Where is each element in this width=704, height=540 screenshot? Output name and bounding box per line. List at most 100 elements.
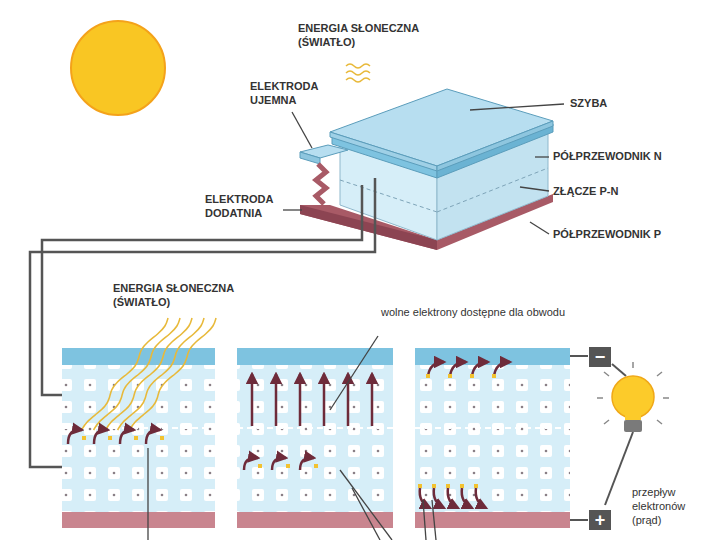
illustration-part — [570, 519, 588, 521]
illustration-part — [62, 512, 215, 528]
electron — [286, 464, 290, 468]
illustration-part — [597, 397, 603, 399]
electron-arrow — [448, 488, 458, 508]
electron — [432, 484, 436, 488]
part-label: ZŁĄCZE P-N — [553, 185, 693, 199]
electron — [108, 436, 112, 440]
illustration-part — [632, 362, 634, 368]
electron-arrow — [244, 458, 258, 470]
panel — [415, 348, 570, 528]
light-ray — [82, 318, 168, 430]
illustration-part — [604, 420, 609, 424]
illustration-part — [605, 432, 633, 505]
illustration-part — [530, 222, 549, 234]
electron-arrow — [476, 488, 486, 508]
light-ray — [130, 318, 216, 430]
illustration-part — [340, 470, 392, 540]
electron-arrow — [428, 362, 444, 376]
electron-arrow — [434, 488, 444, 508]
electron-arrow — [94, 430, 108, 444]
illustration-part — [470, 104, 564, 110]
electron-arrow — [323, 374, 326, 426]
illustration-part — [62, 365, 215, 512]
electron-arrow — [371, 374, 374, 426]
illustration-part — [415, 512, 570, 528]
illustration-part — [624, 420, 642, 432]
illustration-part — [570, 355, 588, 357]
electron-arrow — [146, 430, 160, 444]
note-label: wolne elektrony dostępne dla obwodu — [381, 306, 566, 320]
light-ray — [106, 318, 192, 430]
electron-arrow — [462, 488, 472, 508]
illustration-part — [432, 500, 436, 540]
part-label: PÓŁPRZEWODNIK P — [553, 228, 693, 242]
electron — [448, 374, 452, 378]
light-ray — [118, 318, 204, 430]
polarity-sign: + — [589, 510, 611, 530]
illustration-part — [346, 78, 370, 82]
electron-arrow — [472, 362, 488, 376]
electron-arrow — [420, 488, 430, 508]
electron-arrow — [299, 374, 302, 426]
illustration-part — [604, 372, 609, 376]
illustration-part — [147, 448, 148, 540]
electron — [82, 436, 86, 440]
illustration-part — [612, 376, 654, 418]
electron — [418, 484, 422, 488]
electron-arrow — [494, 362, 510, 376]
electron — [134, 436, 138, 440]
electron-arrow — [272, 458, 286, 470]
electron — [492, 374, 496, 378]
part-label: ELEKTRODA UJEMNA — [250, 80, 330, 108]
illustration-part — [612, 364, 626, 376]
part-label: ELEKTRODA DODATNIA — [205, 193, 285, 221]
illustration-part — [415, 427, 570, 429]
illustration-part — [283, 209, 302, 210]
electron — [160, 436, 164, 440]
electron-arrow — [68, 430, 82, 444]
energy-label: ENERGIA SŁONECZNA (ŚWIATŁO) — [298, 22, 423, 50]
electron — [446, 484, 450, 488]
illustration-part — [346, 71, 370, 75]
illustration-part — [237, 427, 393, 429]
electron — [460, 484, 464, 488]
part-label: SZYBA — [570, 97, 650, 111]
connector-zigzag — [316, 164, 326, 204]
negative-electrode — [300, 152, 320, 164]
electron-arrows — [68, 318, 510, 508]
illustration-part — [657, 372, 662, 376]
illustration-part — [415, 365, 570, 512]
electron-arrow — [120, 430, 134, 444]
note-label: przepływ elektronów (prąd) — [632, 486, 700, 527]
electron-arrow — [251, 374, 254, 426]
light-rays — [346, 64, 370, 82]
electron-arrow — [300, 458, 314, 470]
illustration-part — [352, 488, 380, 540]
pn-junction — [340, 180, 437, 212]
illustration-part — [62, 365, 215, 512]
electron — [314, 464, 318, 468]
illustration-part — [657, 420, 662, 424]
illustration-part — [292, 112, 312, 148]
leader-lines — [283, 104, 564, 234]
electron-arrow — [450, 362, 466, 376]
electron-arrow — [275, 374, 278, 426]
sun — [71, 21, 165, 115]
part-label: PÓŁPRZEWODNIK N — [553, 150, 693, 164]
illustration-part — [346, 64, 370, 68]
energy-label: ENERGIA SŁONECZNA (ŚWIATŁO) — [113, 282, 238, 310]
illustration-part — [237, 365, 393, 512]
illustration-part — [62, 427, 215, 429]
illustration-part — [423, 500, 426, 540]
electron — [474, 484, 478, 488]
glass-edge — [437, 121, 553, 171]
electron — [470, 374, 474, 378]
light-bulb — [597, 362, 669, 432]
illustration-part — [237, 365, 393, 512]
polarity-sign: − — [589, 347, 611, 367]
light-ray — [94, 318, 180, 430]
electron — [426, 374, 430, 378]
illustration-part — [625, 414, 641, 420]
